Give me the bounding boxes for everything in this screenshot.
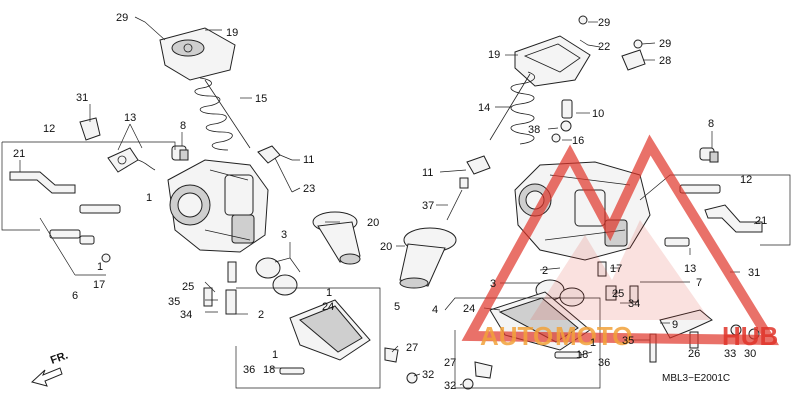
callout: 17 [610,263,622,275]
callout: 36 [243,364,255,376]
callout: 15 [255,93,267,105]
direction-label: FR. [49,349,70,366]
callout: 8 [708,118,714,130]
watermark-text-part2: MOTO [555,321,633,351]
callout: 26 [688,348,700,360]
callout: 25 [182,281,194,293]
callout: 17 [93,279,105,291]
callout-labels: 29 19 15 31 13 8 12 21 11 23 1 6 17 1 20… [13,12,767,392]
callout: 32 [422,369,434,381]
callout: 19 [488,49,500,61]
callout: 23 [303,183,315,195]
callout: 1 [326,287,332,299]
callout: 24 [463,303,475,315]
callout: 6 [72,290,78,302]
callout: 14 [478,102,490,114]
callout: 20 [367,217,379,229]
callout: 35 [622,335,634,347]
callout: 11 [303,154,314,166]
right-funnel-20 [399,227,457,289]
callout: 38 [528,124,540,136]
callout: 32 [444,380,456,392]
callout: 37 [422,200,434,212]
watermark-logo: AUTO MOTO HUB [461,134,780,351]
callout: 2 [258,309,264,321]
callout: 16 [572,135,584,147]
callout: 20 [380,241,392,253]
watermark-text-part1: AUTO [480,321,553,351]
callout: 35 [168,296,180,308]
callout: 11 [422,167,433,179]
callout: 12 [740,174,752,186]
callout: 3 [490,278,496,290]
callout: 36 [598,357,610,369]
watermark-text-part3: HUB [722,321,778,351]
callout: 34 [180,309,192,321]
diagram-code: MBL3−E2001C [662,373,730,384]
callout: 29 [116,12,128,24]
callout: 12 [43,123,55,135]
callout: 27 [444,357,456,369]
callout: 34 [628,298,640,310]
callout: 21 [755,215,767,227]
callout: 5 [394,301,400,313]
left-spring-15 [194,77,251,151]
callout: 1 [272,349,278,361]
callout: 31 [76,92,88,104]
callout: 13 [684,263,696,275]
callout: 7 [696,277,702,289]
callout: 1 [97,261,103,273]
callout: 1 [146,192,152,204]
callout: 4 [432,304,438,316]
callout: 29 [659,38,671,50]
left-carb-body [167,159,269,253]
callout: 30 [744,348,756,360]
callout: 9 [672,319,678,331]
front-direction-arrow: FR. [30,349,70,387]
callout: 19 [226,27,238,39]
callout: 18 [263,364,275,376]
callout: 10 [592,108,604,120]
left-carburetor-assembly [1,16,421,389]
callout: 21 [13,148,25,160]
callout: 24 [322,301,334,313]
callout: 1 [590,337,596,349]
callout: 25 [612,288,624,300]
left-float-bowl-group [279,299,418,384]
callout: 18 [576,349,588,361]
callout: 29 [598,17,610,29]
left-funnel-20 [312,211,361,265]
callout: 8 [180,120,186,132]
callout: 22 [598,41,610,53]
callout: 3 [281,229,287,241]
callout: 31 [748,267,760,279]
watermark-triangle-inner [530,220,710,320]
arrow-icon [30,367,63,387]
watermark-triangle-large [461,134,780,346]
callout: 28 [659,55,671,67]
callout: 27 [406,342,418,354]
callout: 33 [724,348,736,360]
callout: 13 [124,112,136,124]
callout: 2 [542,265,548,277]
